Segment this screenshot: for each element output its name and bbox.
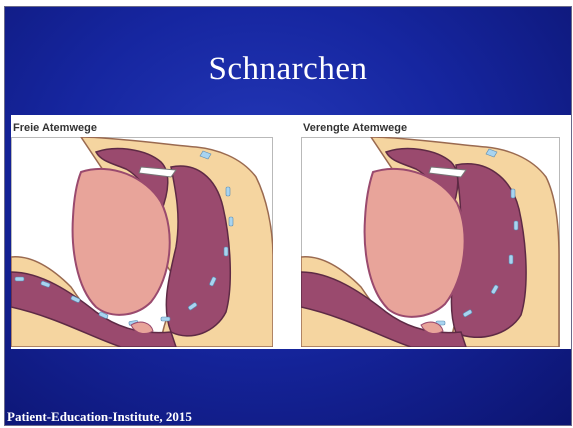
slide: Schnarchen Freie Atemwege [4, 6, 572, 426]
free-airway-diagram [11, 137, 273, 347]
narrowed-airway-diagram [301, 137, 572, 347]
slide-footer: Patient-Education-Institute, 2015 [7, 409, 192, 425]
slide-title: Schnarchen [5, 51, 571, 88]
panel-label-free-airway: Freie Atemwege [13, 122, 97, 134]
airway-illustration: Freie Atemwege [11, 115, 572, 349]
panel-label-narrowed-airway: Verengte Atemwege [303, 122, 407, 134]
